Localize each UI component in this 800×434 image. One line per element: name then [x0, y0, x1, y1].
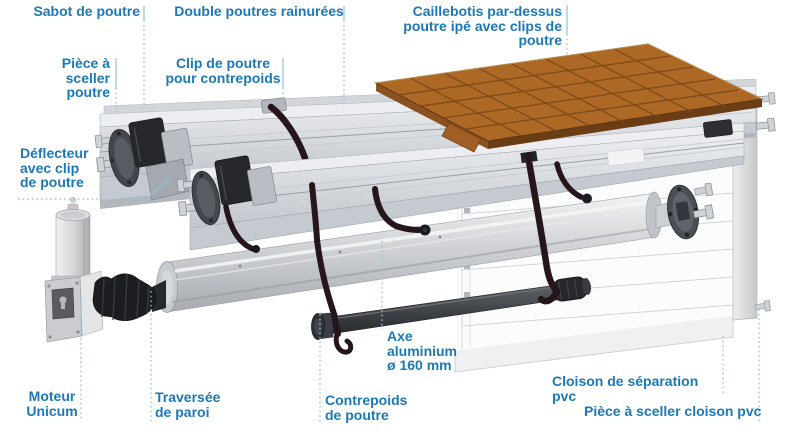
motor-illustration — [44, 197, 104, 343]
beam-sticker — [607, 148, 645, 166]
label-double-poutres: Double poutres rainurées — [174, 3, 344, 19]
label-clip-de-poutre: Clip de poutre pour contrepoids — [165, 55, 281, 86]
sabot-de-poutre-part — [128, 117, 170, 168]
leader-lines — [18, 5, 760, 424]
strap-wraps — [331, 152, 561, 355]
strap-on-back-beam — [267, 103, 309, 162]
label-axe-aluminium: Axe aluminium ø 160 mm — [387, 328, 458, 374]
beam-end-flange — [108, 128, 140, 188]
label-traversee-de-paroi: Traversée de paroi — [155, 389, 221, 420]
label-piece-sceller-poutre: Pièce à sceller poutre — [61, 55, 110, 101]
beam-end-flange-2 — [191, 170, 221, 226]
wall-coupling-illustration — [92, 273, 166, 322]
clip-de-poutre-part-2 — [247, 166, 277, 206]
axle-end-flange — [667, 184, 699, 240]
beam-front-illustration — [176, 119, 745, 251]
label-caillebotis: Caillebotis par-dessus poutre ipé avec c… — [403, 3, 562, 49]
label-deflecteur: Déflecteur avec clip de poutre — [20, 145, 89, 191]
counterweight-illustration — [311, 276, 592, 340]
rail-clip-dark — [703, 119, 733, 138]
label-moteur-unicum: Moteur Unicum — [26, 388, 78, 419]
label-sabot-de-poutre: Sabot de poutre — [33, 3, 140, 19]
wall-anchor-prongs — [754, 91, 776, 313]
label-piece-sceller-cloison: Pièce à sceller cloison pvc — [584, 403, 762, 419]
label-contrepoids-de-poutre: Contrepoids de poutre — [325, 392, 408, 423]
counterweight-straps — [223, 150, 592, 320]
wooden-deck-illustration — [374, 43, 764, 153]
label-cloison-separation: Cloison de séparation pvc — [552, 373, 699, 404]
deck-tab — [441, 122, 482, 153]
aluminium-axle-illustration — [156, 182, 715, 313]
